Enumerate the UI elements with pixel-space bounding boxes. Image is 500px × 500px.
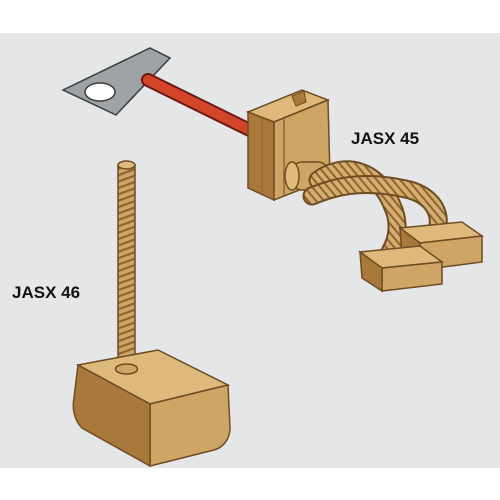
- braided-shunt: [302, 160, 448, 262]
- part-label-jasx46: JASX 46: [12, 283, 81, 302]
- threaded-rod-icon: [117, 160, 136, 371]
- part-label-jasx45: JASX 45: [351, 129, 420, 148]
- brush-block-icon: [357, 221, 485, 293]
- base-block: [72, 349, 231, 468]
- ring-terminal-icon: [61, 47, 172, 116]
